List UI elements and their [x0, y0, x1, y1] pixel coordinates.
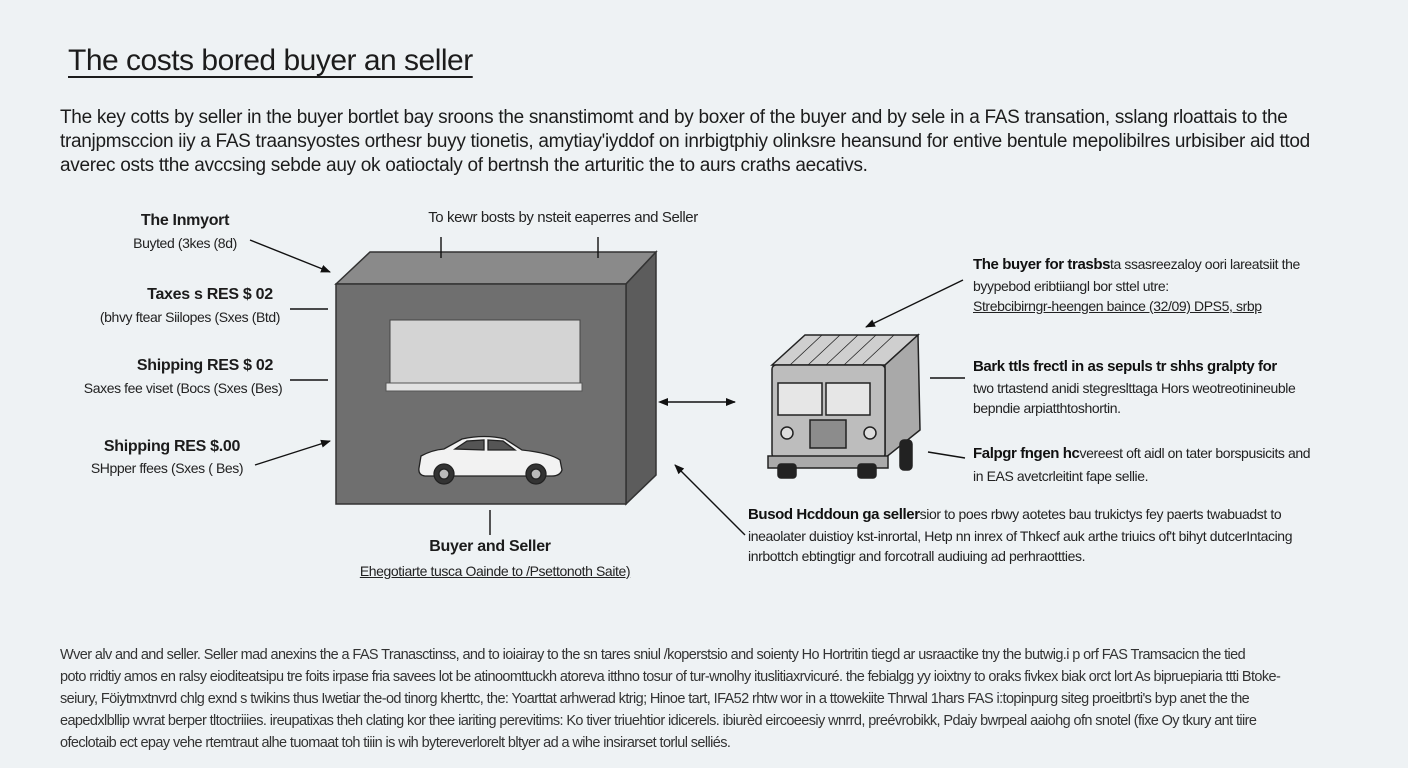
- right-note-2: Bark ttls frectl in as sepuls tr shhs gr…: [973, 358, 1277, 375]
- bottom-label-title: Buyer and Seller: [429, 538, 551, 555]
- left-label-sub-3: Saxes fee viset (Bocs (Sxes (Bes): [83, 380, 283, 396]
- right-note-3-bold: Falpgr fngen hc: [973, 445, 1080, 462]
- intro-line-1: The key cotts by seller in the buyer bor…: [60, 107, 1288, 128]
- bottom-right-note-line-3: inrbottch ebtingtigr and forcotrall audi…: [748, 548, 1086, 564]
- connector-lines: [249, 237, 966, 536]
- intro-line-2: tranjpmsccion iiy a FAS traansyostes ort…: [60, 131, 1310, 152]
- right-note-1: The buyer for trasbsta ssasreezaloy oori…: [973, 256, 1300, 273]
- car-icon: [418, 435, 563, 485]
- right-note-1-line-2: byypebod eribtiiangl bor sttel utre:: [973, 278, 1169, 294]
- right-note-1-bold: The buyer for trasbs: [973, 256, 1111, 273]
- bottom-right-note-bold: Busod Hcddoun ga seller: [748, 506, 920, 523]
- page-title: The costs bored buyer an seller: [68, 44, 473, 77]
- bottom-right-note: Busod Hcddoun ga sellersior to poes rbwy…: [748, 506, 1282, 523]
- left-label-sub-4: SHpper ffees (Sxes ( Bes): [90, 460, 244, 476]
- right-note-2-line-2: two trtastend anidi stegreslttaga Hors w…: [973, 380, 1296, 396]
- intro-line-3: averec osts tthe avccsing sebde auy ok o…: [60, 155, 868, 176]
- left-label-sub-2: (bhvy ftear Siilopes (Sxes (Btd): [99, 309, 281, 325]
- right-note-3: Falpgr fngen hcvereest oft aidl on tater…: [973, 445, 1311, 462]
- warehouse-box: [334, 250, 658, 506]
- right-note-1-rest: ta ssasreezaloy oori lareatsiit the: [1110, 256, 1300, 272]
- footer-line-4: eapedxlbllip wvrat berper tltoctriiies. …: [60, 713, 1257, 729]
- left-label-title-3: Shipping RES $ 02: [136, 357, 274, 374]
- footer-line-5: ofeclotaib ect epay vehe rtemtraut alhe …: [60, 735, 731, 751]
- left-label-sub-1: Buyted (3kes (8d): [133, 235, 237, 251]
- bottom-right-note-rest: sior to poes rbwy aotetes bau trukictys …: [919, 506, 1282, 522]
- right-note-3-line-2: in EAS avetcrleitint fape sellie.: [973, 468, 1149, 484]
- footer-line-1: Wver alv and and seller. Seller mad anex…: [60, 647, 1246, 663]
- left-label-title-1: The Inmyort: [140, 212, 230, 229]
- right-note-1-line-3: Strebcibirngr-heengen baince (32/09) DPS…: [973, 298, 1262, 314]
- right-note-2-bold: Bark ttls frectl in as sepuls tr shhs gr…: [973, 358, 1277, 375]
- left-label-title-4: Shipping RES $.00: [103, 438, 241, 455]
- footer-line-3: seiury, Föiytmxtnvrd chlg exnd s twikins…: [60, 691, 1250, 707]
- right-note-2-line-3: bepndie arpiatthtoshortin.: [973, 400, 1121, 416]
- right-note-3-rest: vereest oft aidl on tater borspusicits a…: [1079, 445, 1311, 461]
- left-label-title-2: Taxes s RES $ 02: [147, 286, 273, 303]
- footer-line-2: poto rridtiy amos en ralsy eioditeatsipu…: [60, 669, 1281, 685]
- truck-icon: [767, 333, 921, 479]
- bottom-right-note-line-2: ineaolater duistioy kst-inrortal, Hetp n…: [748, 528, 1293, 544]
- bottom-label-sub: Ehegotiarte tusca Oainde to /Psettonoth …: [359, 563, 631, 579]
- top-label: To kewr bosts by nsteit eaperres and Sel…: [428, 209, 698, 226]
